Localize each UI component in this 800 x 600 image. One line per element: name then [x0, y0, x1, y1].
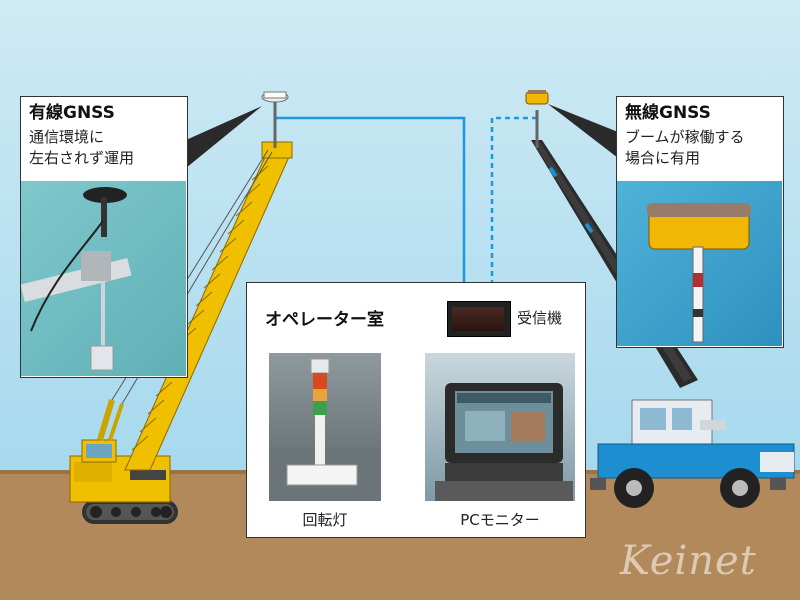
- wired-cable-line: [275, 116, 466, 300]
- pc-monitor-label: PCモニター: [460, 511, 540, 529]
- wireless-gnss-description: ブームが稼働する 場合に有用: [625, 128, 745, 167]
- receiver-device: [447, 301, 511, 337]
- wired-gnss-callout: 有線GNSS 通信環境に 左右されず運用: [20, 96, 188, 378]
- rotating-beacon-label: 回転灯: [302, 511, 348, 529]
- operator-room-panel: オペレーター室 受信機 回転灯: [246, 282, 586, 538]
- wired-antenna-photo: [21, 181, 186, 376]
- wired-gnss-description: 通信環境に 左右されず運用: [29, 128, 135, 167]
- receiver-label: 受信機: [517, 309, 563, 327]
- pc-monitor-photo: [425, 353, 575, 501]
- wireless-signal-line: [490, 116, 537, 300]
- wireless-antenna-photo: [617, 181, 782, 346]
- wireless-callout-pointer: [548, 104, 618, 158]
- wired-callout-pointer: [186, 106, 262, 168]
- operator-room-title: オペレーター室: [265, 310, 384, 330]
- keinet-watermark-logo: Keinet: [620, 538, 757, 584]
- wireless-gnss-title: 無線GNSS: [625, 103, 711, 123]
- crawler-crane: [69, 91, 293, 524]
- wireless-gnss-callout: 無線GNSS ブームが稼働する 場合に有用: [616, 96, 784, 348]
- rotating-beacon-photo: [269, 353, 381, 501]
- wired-gnss-title: 有線GNSS: [29, 103, 115, 123]
